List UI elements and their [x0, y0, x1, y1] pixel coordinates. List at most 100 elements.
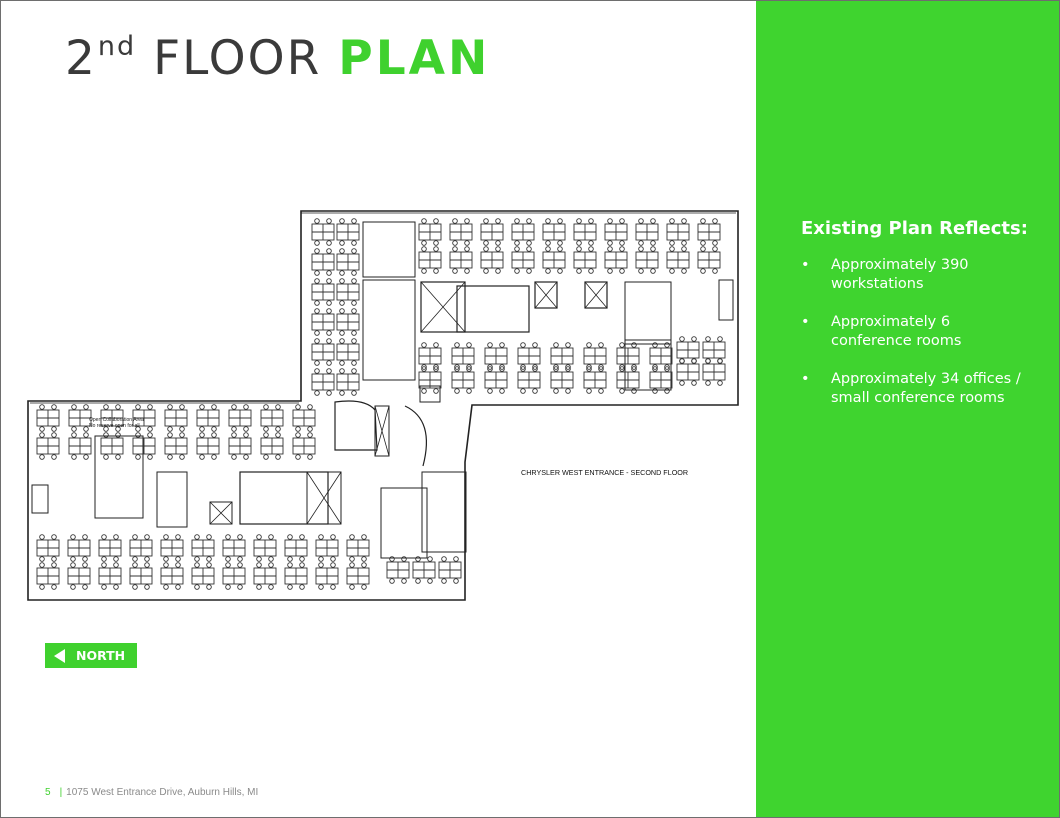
workstation-cluster: [418, 246, 442, 274]
workstation-cluster: [315, 534, 339, 562]
page-title: 2nd FLOOR PLAN: [65, 31, 490, 86]
workstation-cluster: [484, 342, 508, 370]
workstation-cluster: [164, 404, 188, 432]
workstation-cluster: [36, 534, 60, 562]
workstation-cluster: [260, 432, 284, 460]
workstation-cluster: [666, 246, 690, 274]
workstation-cluster: [260, 404, 284, 432]
workstation-cluster: [336, 218, 360, 246]
workstation-cluster: [67, 562, 91, 590]
workstation-cluster: [336, 368, 360, 396]
workstation-cluster: [284, 562, 308, 590]
north-indicator: NORTH: [45, 643, 137, 668]
workstation-cluster: [191, 534, 215, 562]
workstation-cluster: [160, 534, 184, 562]
page-number: 5: [45, 787, 51, 798]
workstation-cluster: [666, 218, 690, 246]
workstation-cluster: [649, 366, 673, 394]
workstation-cluster: [517, 342, 541, 370]
workstation-cluster: [311, 278, 335, 306]
workstation-cluster: [616, 366, 640, 394]
workstation-cluster: [604, 218, 628, 246]
footer-separator: |: [59, 787, 63, 798]
bullet-icon: •: [801, 314, 810, 330]
workstation-cluster: [36, 562, 60, 590]
workstation-cluster: [336, 278, 360, 306]
workstation-cluster: [98, 562, 122, 590]
workstation-cluster: [449, 218, 473, 246]
workstation-cluster: [635, 218, 659, 246]
workstation-cluster: [451, 342, 475, 370]
sidebar-panel: Existing Plan Reflects: •Approximately 3…: [756, 1, 1059, 817]
workstation-cluster: [418, 218, 442, 246]
north-arrow-icon: [54, 648, 65, 663]
workstation-cluster: [164, 432, 188, 460]
workstation-cluster: [100, 432, 124, 460]
workstation-cluster: [480, 218, 504, 246]
feature-item: •Approximately 390 workstations: [801, 256, 1026, 294]
workstation-cluster: [98, 534, 122, 562]
sidebar-heading: Existing Plan Reflects:: [801, 218, 1028, 239]
workstation-cluster: [511, 246, 535, 274]
workstation-cluster: [336, 308, 360, 336]
workstation-cluster: [311, 338, 335, 366]
north-label: NORTH: [76, 648, 126, 663]
workstation-cluster: [484, 366, 508, 394]
workstation-cluster: [222, 562, 246, 590]
workstation-cluster: [315, 562, 339, 590]
footer: 5|1075 West Entrance Drive, Auburn Hills…: [45, 787, 258, 798]
workstation-cluster: [451, 366, 475, 394]
workstation-cluster: [196, 404, 220, 432]
workstation-cluster: [583, 342, 607, 370]
title-floor-word: FLOOR: [153, 31, 322, 86]
workstation-cluster: [573, 246, 597, 274]
workstation-cluster: [418, 342, 442, 370]
workstation-cluster: [412, 556, 436, 584]
feature-item: • Approximately 34 offices / small confer…: [801, 370, 1026, 408]
workstation-cluster: [517, 366, 541, 394]
workstation-cluster: [284, 534, 308, 562]
workstation-cluster: [292, 404, 316, 432]
plan-note-collaboration: Open Collaboration Area: [89, 417, 144, 423]
workstation-cluster: [480, 246, 504, 274]
workstation-cluster: [129, 562, 153, 590]
workstation-cluster: [649, 342, 673, 370]
workstation-cluster: [196, 432, 220, 460]
workstation-cluster: [346, 534, 370, 562]
title-number: 2: [65, 31, 97, 86]
workstation-cluster: [635, 246, 659, 274]
workstation-cluster: [702, 358, 726, 386]
workstation-cluster: [346, 562, 370, 590]
floor-plan-outline: [27, 210, 739, 601]
workstation-cluster: [438, 556, 462, 584]
workstation-cluster: [336, 248, 360, 276]
workstation-cluster: [311, 248, 335, 276]
workstation-cluster: [616, 342, 640, 370]
workstation-cluster: [449, 246, 473, 274]
bullet-icon: •: [801, 371, 810, 387]
feature-item: •Approximately 6 conference rooms: [801, 313, 1026, 351]
workstation-cluster: [228, 432, 252, 460]
floor-plan-drawing: Open Collaboration Area No reserve open …: [27, 210, 739, 601]
workstation-cluster: [550, 366, 574, 394]
workstation-cluster: [542, 218, 566, 246]
workstation-cluster: [697, 218, 721, 246]
workstation-cluster: [191, 562, 215, 590]
plan-note-reserve: No reserve open for all: [89, 423, 140, 429]
title-accent-word: PLAN: [338, 31, 491, 86]
workstation-cluster: [604, 246, 628, 274]
workstation-cluster: [253, 534, 277, 562]
workstation-cluster: [100, 404, 124, 432]
workstation-cluster: [253, 562, 277, 590]
feature-text: Approximately 34 offices / small confere…: [831, 371, 1021, 406]
workstation-cluster: [511, 218, 535, 246]
workstation-cluster: [311, 368, 335, 396]
workstation-cluster: [129, 534, 153, 562]
workstation-cluster: [386, 556, 410, 584]
workstation-cluster: [132, 432, 156, 460]
workstation-cluster: [67, 534, 91, 562]
workstation-cluster: [160, 562, 184, 590]
bullet-icon: •: [801, 257, 810, 273]
title-superscript: nd: [97, 31, 137, 62]
workstation-cluster: [132, 404, 156, 432]
